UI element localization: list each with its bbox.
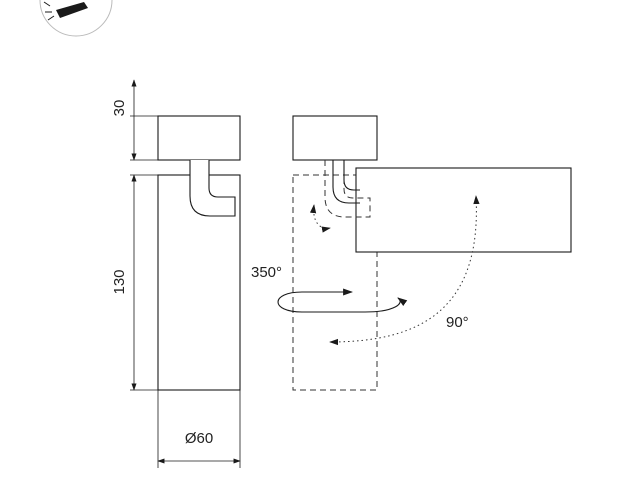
front-view bbox=[157, 115, 241, 391]
rotation-label: 350° bbox=[251, 264, 282, 281]
tilt-arrow bbox=[309, 195, 480, 346]
dimension-diameter bbox=[157, 390, 241, 468]
dimension-cap-height bbox=[130, 79, 158, 161]
body-height-label: 130 bbox=[111, 269, 128, 294]
tilt-label: 90° bbox=[446, 314, 469, 331]
rotation-arrow bbox=[277, 288, 408, 313]
side-view bbox=[292, 115, 572, 391]
mount-cap-right bbox=[292, 115, 378, 161]
lamp-icon bbox=[39, 0, 113, 37]
cap-height-label: 30 bbox=[111, 100, 128, 117]
swivel-arm-right-inner bbox=[343, 160, 360, 191]
mount-cap bbox=[157, 115, 241, 161]
diameter-label: Ø60 bbox=[185, 430, 213, 447]
swivel-arm bbox=[189, 160, 236, 217]
dimension-body-height bbox=[130, 174, 158, 391]
tilted-body bbox=[355, 167, 572, 253]
